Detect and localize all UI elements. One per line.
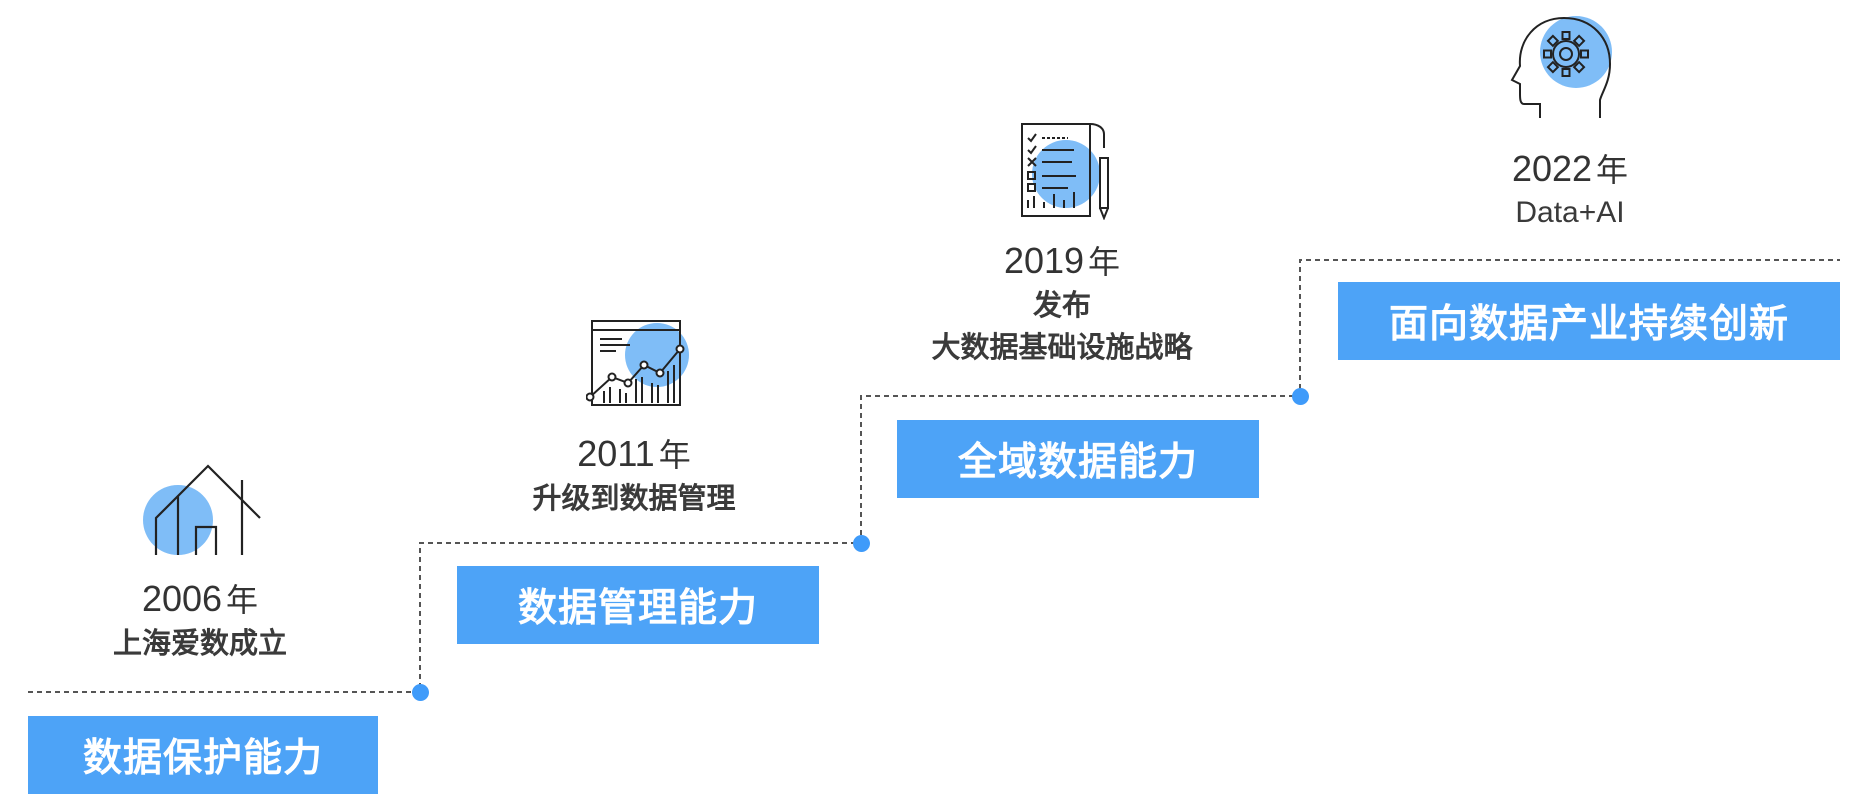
connector-path	[28, 259, 1840, 693]
step-2-node	[852, 534, 870, 552]
step-1-capability: 数据保护能力	[28, 716, 378, 794]
analytics-chart-icon	[586, 320, 689, 406]
house-icon	[143, 464, 261, 555]
checklist-report-icon	[1021, 123, 1109, 220]
step-3-description-line-1: 发布	[1032, 288, 1091, 322]
ai-head-gear-icon	[1510, 16, 1612, 118]
step-4-capability: 面向数据产业持续创新	[1338, 282, 1840, 360]
step-4-description: Data+AI	[1515, 196, 1625, 229]
year-number: 2011	[577, 433, 655, 474]
step-2-capability: 数据管理能力	[457, 566, 819, 644]
year-suffix: 年	[1088, 243, 1121, 281]
year-suffix: 年	[226, 581, 259, 619]
step-2-description: 升级到数据管理	[532, 481, 736, 515]
year-suffix: 年	[1596, 151, 1629, 189]
step-3-node	[1291, 387, 1309, 405]
year-suffix: 年	[658, 436, 691, 474]
step-1-node	[411, 683, 429, 701]
step-3-description-line-2: 大数据基础设施战略	[931, 330, 1193, 364]
year-number: 2022	[1511, 148, 1593, 189]
year-number: 2019	[1003, 240, 1085, 281]
step-3-capability: 全域数据能力	[897, 420, 1259, 498]
year-number: 2006	[141, 578, 223, 619]
step-1-description: 上海爱数成立	[112, 626, 287, 660]
